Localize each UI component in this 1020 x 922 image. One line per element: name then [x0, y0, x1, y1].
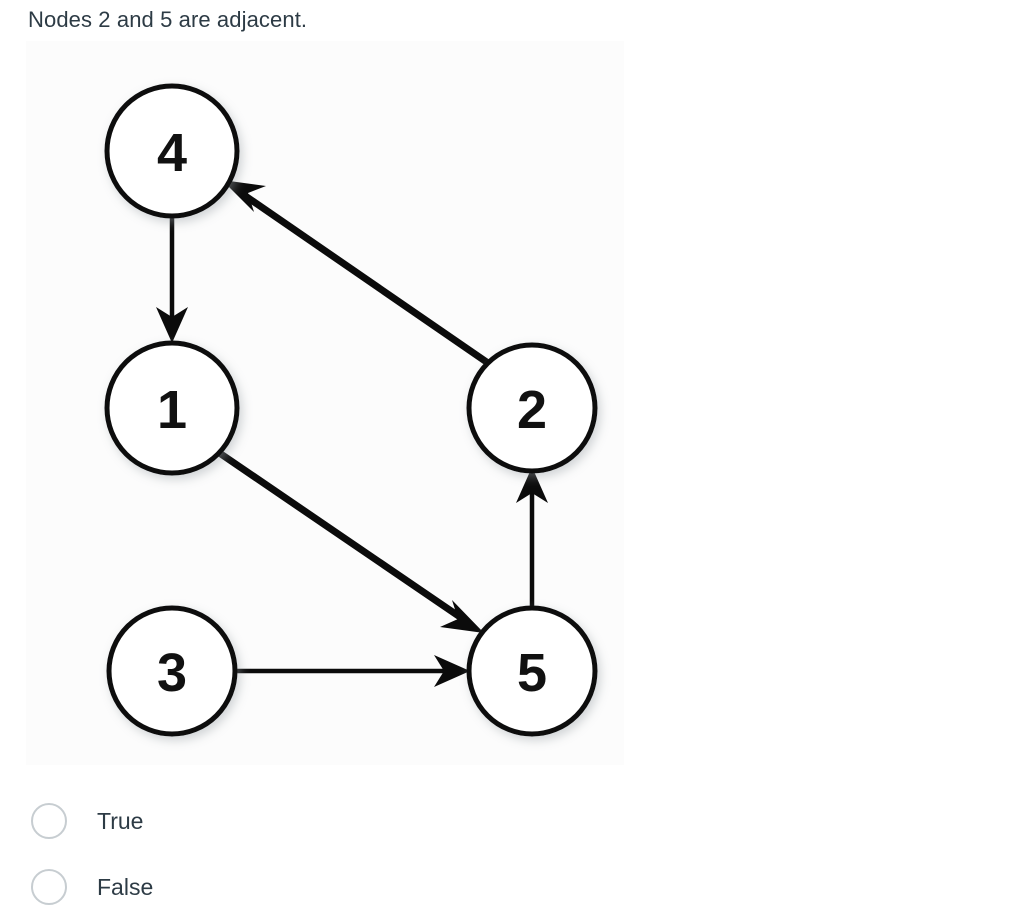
graph-node-2-label: 2: [517, 380, 547, 440]
answer-option-true[interactable]: True: [0, 788, 1020, 854]
edge-1-to-5: [216, 449, 484, 633]
edge-1-to-5-arrowhead: [440, 600, 484, 633]
edge-2-to-4-line: [242, 192, 490, 366]
graph-node-3-label: 3: [157, 643, 187, 703]
graph-node-1-circle[interactable]: [104, 340, 240, 476]
graph-node-2-circle[interactable]: [466, 342, 598, 474]
edge-3-to-5: [235, 655, 470, 687]
question-stem: Nodes 2 and 5 are adjacent.: [28, 7, 308, 32]
graph-node-4-circle[interactable]: [104, 83, 240, 219]
answer-label-true: True: [97, 808, 144, 834]
graph-node-5-circle[interactable]: [466, 605, 598, 737]
graph-node-4-label: 4: [157, 123, 187, 183]
graph-node-3[interactable]: 3: [106, 605, 238, 737]
graph-node-5-label: 5: [517, 643, 547, 703]
answer-options-list: True False: [0, 788, 1020, 920]
edge-3-to-5-arrowhead: [434, 655, 470, 687]
radio-button-true[interactable]: [31, 803, 67, 839]
graph-node-4[interactable]: 4: [104, 83, 240, 219]
answer-label-false: False: [97, 874, 154, 900]
graph-node-1-label: 1: [157, 380, 187, 440]
edge-4-to-1: [156, 216, 188, 343]
graph-node-5[interactable]: 5: [466, 605, 598, 737]
edge-2-to-4: [222, 180, 490, 366]
edge-1-to-5-line: [216, 449, 462, 620]
graph-diagram-panel: 4 1 2 3 5: [26, 41, 624, 765]
directed-graph-svg: 4 1 2 3 5: [104, 83, 598, 737]
graph-node-2[interactable]: 2: [466, 342, 598, 474]
answer-option-false[interactable]: False: [0, 854, 1020, 920]
radio-button-false[interactable]: [31, 869, 67, 905]
edge-5-to-2-arrowhead: [516, 467, 548, 503]
edge-5-to-2: [516, 467, 548, 608]
graph-node-3-circle[interactable]: [106, 605, 238, 737]
edge-2-to-4-arrowhead: [222, 180, 266, 212]
edge-4-to-1-arrowhead: [156, 307, 188, 343]
graph-node-1[interactable]: 1: [104, 340, 240, 476]
